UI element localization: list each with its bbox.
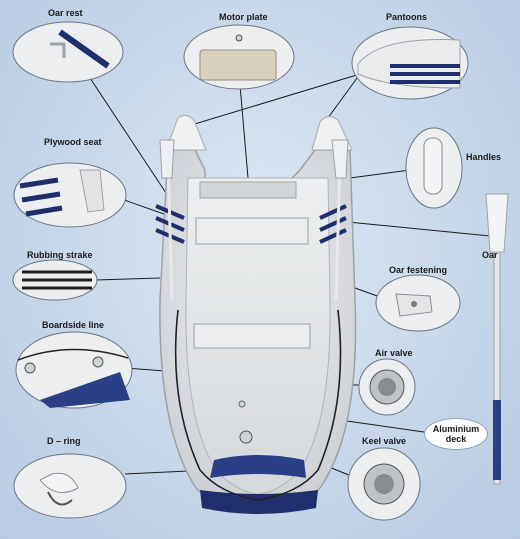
label-aluminium-deck-line1: Aluminium [432, 424, 480, 434]
plywood-seat [195, 217, 309, 245]
label-d-ring: D – ring [47, 436, 81, 446]
detail-bubbles [12, 21, 469, 521]
air-valve-icon [238, 400, 246, 408]
label-oar-festening: Oar festening [389, 265, 448, 275]
label-motor-plate: Motor plate [219, 12, 268, 22]
label-pantoons: Pantoons [386, 12, 428, 22]
label-boardside-line: Boardside line [42, 320, 105, 330]
label-oar: Oar [482, 250, 498, 260]
boat-oars [159, 139, 349, 301]
label-oar-rest: Oar rest [48, 8, 83, 18]
label-keel-valve: Keel valve [362, 436, 407, 446]
label-aluminium-deck-line2: deck [445, 434, 467, 444]
label-rubbing-strake: Rubbing strake [27, 250, 93, 260]
boardside-rope [174, 309, 342, 501]
label-handles: Handles [466, 152, 502, 162]
keel-valve-icon [239, 430, 253, 444]
rear-seat [193, 323, 311, 349]
boat-hull [155, 114, 357, 514]
oar-illustration [485, 193, 509, 485]
label-plywood-seat: Plywood seat [44, 137, 102, 147]
label-air-valve: Air valve [375, 348, 413, 358]
bow-deck [210, 455, 306, 478]
bow-cone [200, 490, 318, 514]
